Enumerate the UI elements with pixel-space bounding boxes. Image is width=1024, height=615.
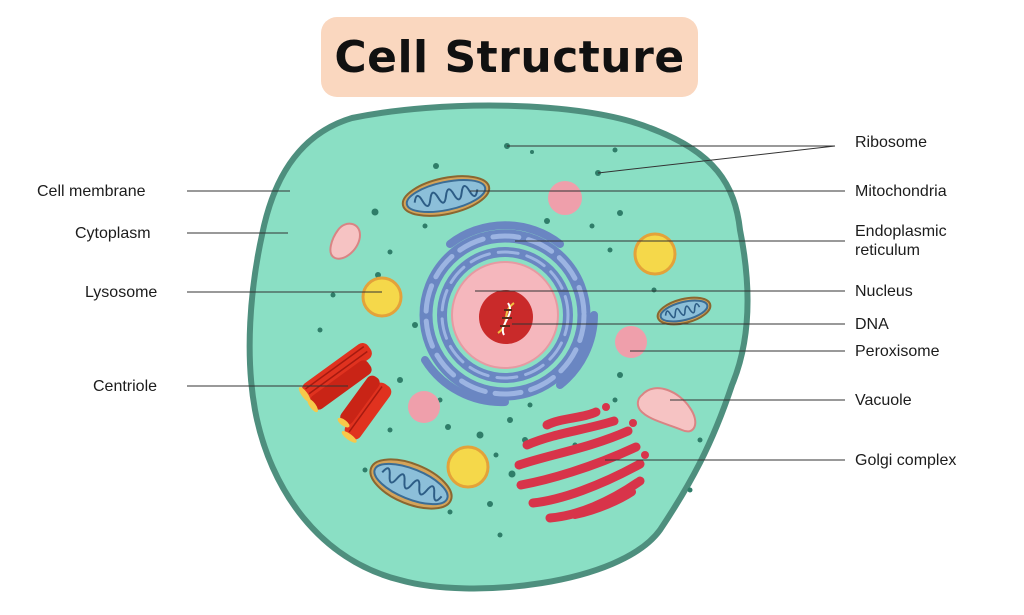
lysosome-right <box>633 232 677 276</box>
mitochondrion-right <box>656 296 712 326</box>
lysosome <box>361 276 403 318</box>
vacuole <box>636 387 697 433</box>
label-dna: DNA <box>855 316 889 333</box>
label-peroxisome: Peroxisome <box>855 343 940 360</box>
peroxisome-bottom <box>408 391 440 423</box>
label-reticulum: reticulum <box>855 242 920 259</box>
label-golgi-complex: Golgi complex <box>855 452 957 469</box>
small-vacuole <box>329 222 362 260</box>
label-nucleus: Nucleus <box>855 283 913 300</box>
endoplasmic-reticulum <box>419 221 598 407</box>
title-banner: Cell Structure <box>321 17 698 97</box>
label-endoplasmic: Endoplasmic <box>855 223 947 240</box>
label-cell-membrane: Cell membrane <box>37 183 146 200</box>
label-lysosome: Lysosome <box>85 284 158 301</box>
label-mitochondria: Mitochondria <box>855 183 947 200</box>
label-vacuole: Vacuole <box>855 392 912 409</box>
leader-lines <box>187 145 845 461</box>
peroxisome <box>615 326 647 358</box>
mitochondrion-top <box>401 175 491 217</box>
mitochondrion-bottom <box>369 458 453 510</box>
peroxisome-top <box>548 181 582 215</box>
label-centriole: Centriole <box>93 378 158 395</box>
label-ribosome: Ribosome <box>855 134 928 151</box>
golgi-complex <box>514 403 649 523</box>
diagram-title: Cell Structure <box>334 31 685 83</box>
centriole <box>298 342 392 443</box>
dna-strand <box>497 302 515 336</box>
label-cytoplasm: Cytoplasm <box>75 225 151 242</box>
lysosome-bottom <box>446 445 490 489</box>
